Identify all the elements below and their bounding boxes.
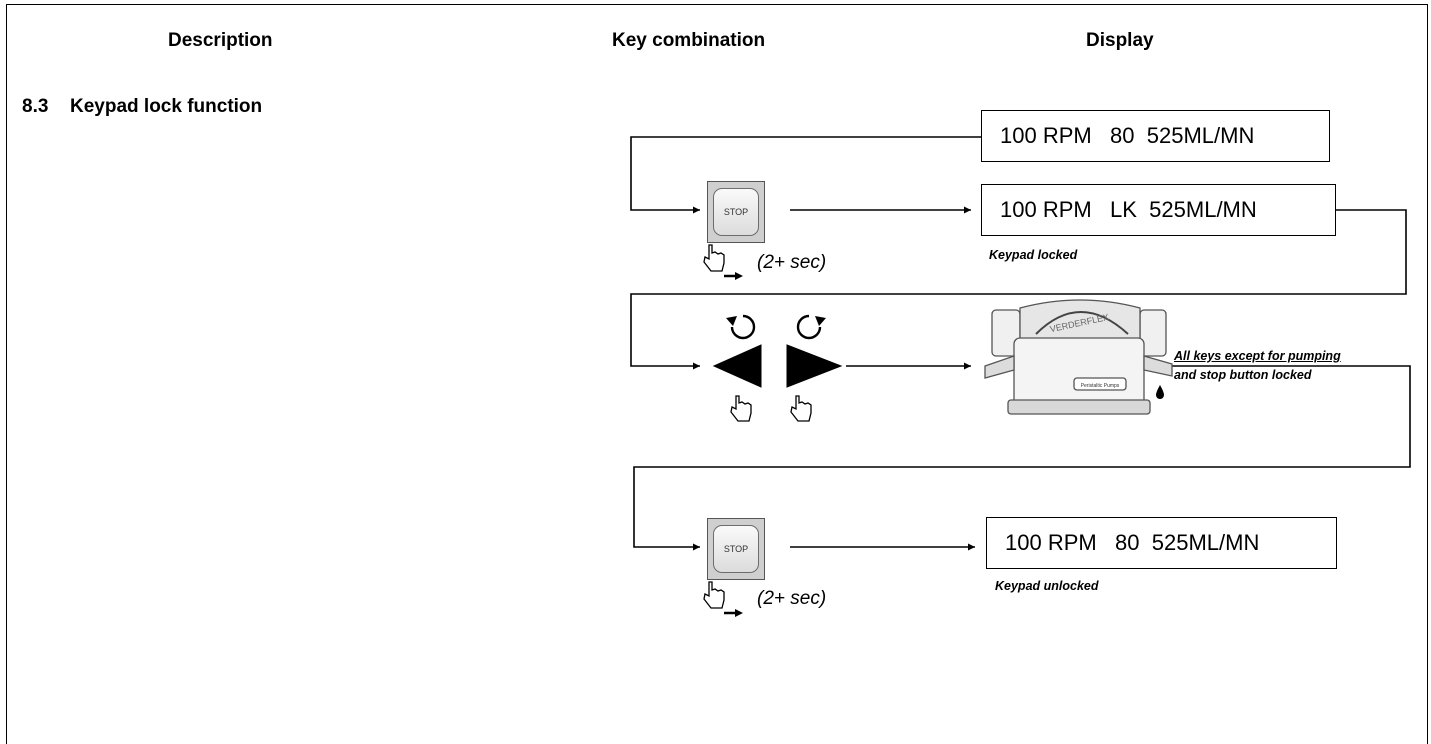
hold-time-label: (2+ sec) (757, 252, 827, 273)
note-all-keys-line1: All keys except for pumping (1174, 349, 1341, 363)
rotate-ccw-icon (730, 314, 756, 340)
hand-press-icon (703, 244, 735, 278)
hand-press-icon (790, 395, 812, 422)
note-keypad-unlocked: Keypad unlocked (995, 579, 1099, 593)
hold-time-label: (2+ sec) (757, 588, 827, 609)
table-frame (6, 4, 1428, 744)
stop-key-label: STOP (713, 525, 759, 573)
display-initial: 100 RPM 80 525ML/MN (981, 110, 1330, 162)
loop-line-1 (630, 136, 981, 214)
hand-press-icon (703, 581, 735, 615)
rotate-cw-icon (796, 314, 822, 340)
pump-model-label: Peristaltic Pumps (1081, 383, 1120, 389)
stop-key-unlock[interactable]: STOP (707, 518, 765, 580)
loop-line-2 (630, 209, 1407, 370)
note-keypad-locked: Keypad locked (989, 248, 1078, 262)
section-title: Keypad lock function (70, 96, 263, 117)
note-all-keys-line2: and stop button locked (1174, 368, 1312, 382)
section-number: 8.3 (22, 96, 49, 117)
header-display: Display (1086, 30, 1154, 51)
header-key-combination: Key combination (612, 30, 766, 51)
stop-key-lock[interactable]: STOP (707, 181, 765, 243)
drop-icon (1156, 385, 1164, 399)
pump-image (984, 299, 1173, 415)
hand-press-icon (730, 395, 752, 422)
header-description: Description (168, 30, 273, 51)
loop-line-3 (633, 365, 1411, 551)
rotate-cw-arrowhead (815, 316, 826, 326)
display-locked: 100 RPM LK 525ML/MN (981, 184, 1336, 236)
rotate-ccw-arrowhead (726, 316, 737, 326)
arrow-right-small-icon (735, 609, 743, 617)
stop-key-label: STOP (713, 188, 759, 236)
display-unlocked: 100 RPM 80 525ML/MN (986, 517, 1337, 569)
right-arrow-key-icon (786, 344, 843, 388)
arrow-right-small-icon (735, 272, 743, 280)
section-heading: 8.3 Keypad lock function (22, 96, 262, 118)
left-arrow-key-icon (712, 344, 762, 388)
